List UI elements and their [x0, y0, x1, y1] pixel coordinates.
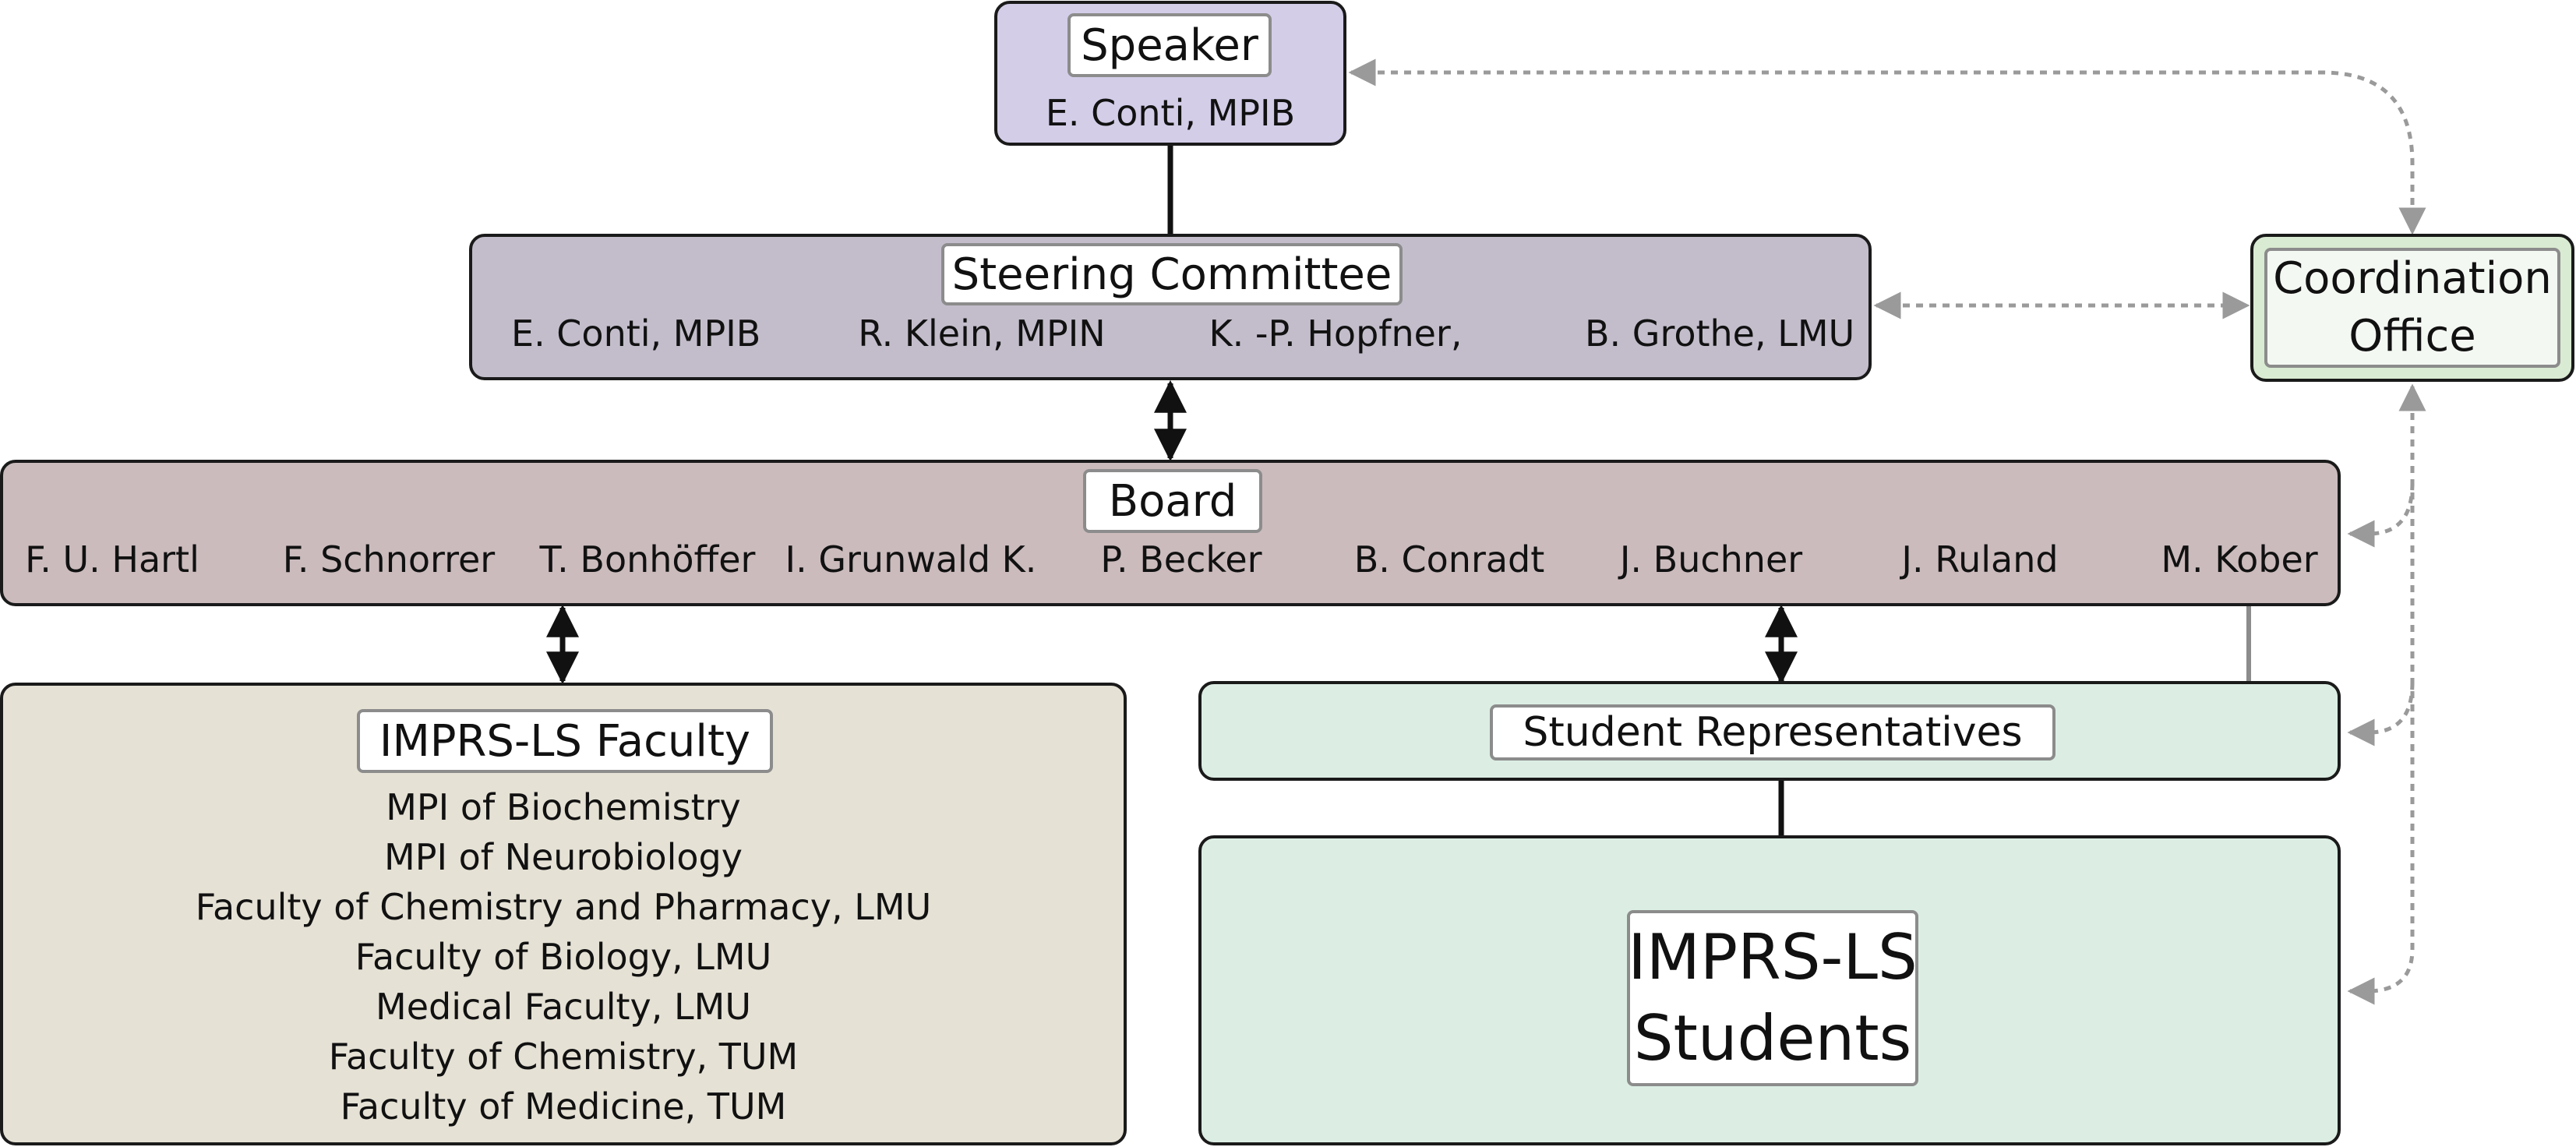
board-member: T. Bonhöffer	[539, 538, 756, 581]
steering-committee-box: Steering Committee E. Conti, MPIB R. Kle…	[469, 234, 1872, 380]
coordination-trunk	[2347, 383, 2426, 1005]
student-representatives-title-text: Student Representatives	[1523, 709, 2023, 756]
board-title-text: Board	[1108, 475, 1237, 527]
steering-member: E. Conti, MPIB	[511, 312, 761, 355]
speaker-members: E. Conti, MPIB	[1045, 92, 1296, 134]
board-member: B. Conradt	[1353, 538, 1545, 581]
students-box: IMPRS-LS Students	[1198, 835, 2341, 1145]
speaker-title-text: Speaker	[1081, 19, 1258, 71]
students-title-line2: Students	[1633, 1002, 1912, 1075]
faculty-institution: MPI of Biochemistry	[386, 786, 741, 828]
speaker-coordination-arrow	[1348, 58, 2426, 235]
students-title: IMPRS-LS Students	[1627, 910, 1918, 1086]
faculty-institution: Faculty of Chemistry, TUM	[328, 1036, 799, 1078]
board-member: J. Buchner	[1619, 538, 1803, 581]
board-member: F. U. Hartl	[25, 538, 199, 581]
student-representatives-box: Student Representatives	[1198, 681, 2341, 781]
board-member: J. Ruland	[1901, 538, 2059, 581]
faculty-institution: MPI of Neurobiology	[384, 836, 743, 878]
coordination-board-branch	[2347, 482, 2415, 548]
students-title-line1: IMPRS-LS	[1628, 921, 1918, 993]
board-member: P. Becker	[1100, 538, 1262, 581]
speaker-title: Speaker	[1067, 13, 1272, 77]
coordination-office-title-line1: Coordination	[2273, 253, 2552, 304]
steering-member: R. Klein, MPIN	[858, 312, 1106, 355]
board-member: F. Schnorrer	[282, 538, 496, 581]
board-member: M. Kober	[2161, 538, 2318, 581]
faculty-title-text: IMPRS-LS Faculty	[379, 715, 751, 767]
coordination-office-box: Coordination Office	[2250, 234, 2574, 382]
coordination-office-title: Coordination Office	[2264, 248, 2560, 368]
student-representatives-title: Student Representatives	[1490, 704, 2056, 761]
board-box: Board F. U. Hartl F. Schnorrer T. Bonhöf…	[0, 460, 2341, 606]
board-title: Board	[1083, 469, 1262, 533]
steering-member: K. -P. Hopfner,	[1209, 312, 1463, 355]
faculty-box: IMPRS-LS Faculty MPI of Biochemistry MPI…	[0, 683, 1127, 1145]
board-member: I. Grunwald K.	[785, 538, 1037, 581]
speaker-box: Speaker E. Conti, MPIB	[994, 1, 1346, 146]
coordination-student-reps-branch	[2347, 682, 2415, 746]
faculty-institution: Faculty of Chemistry and Pharmacy, LMU	[195, 886, 932, 928]
coordination-office-title-line2: Office	[2348, 311, 2476, 362]
faculty-title: IMPRS-LS Faculty	[357, 709, 773, 773]
faculty-institution: Medical Faculty, LMU	[376, 986, 751, 1028]
steering-committee-title: Steering Committee	[941, 243, 1403, 305]
faculty-institution: Faculty of Biology, LMU	[355, 936, 772, 978]
faculty-institution: Faculty of Medicine, TUM	[340, 1085, 787, 1128]
steering-committee-title-text: Steering Committee	[951, 249, 1392, 300]
steering-member: B. Grothe, LMU	[1585, 312, 1855, 355]
